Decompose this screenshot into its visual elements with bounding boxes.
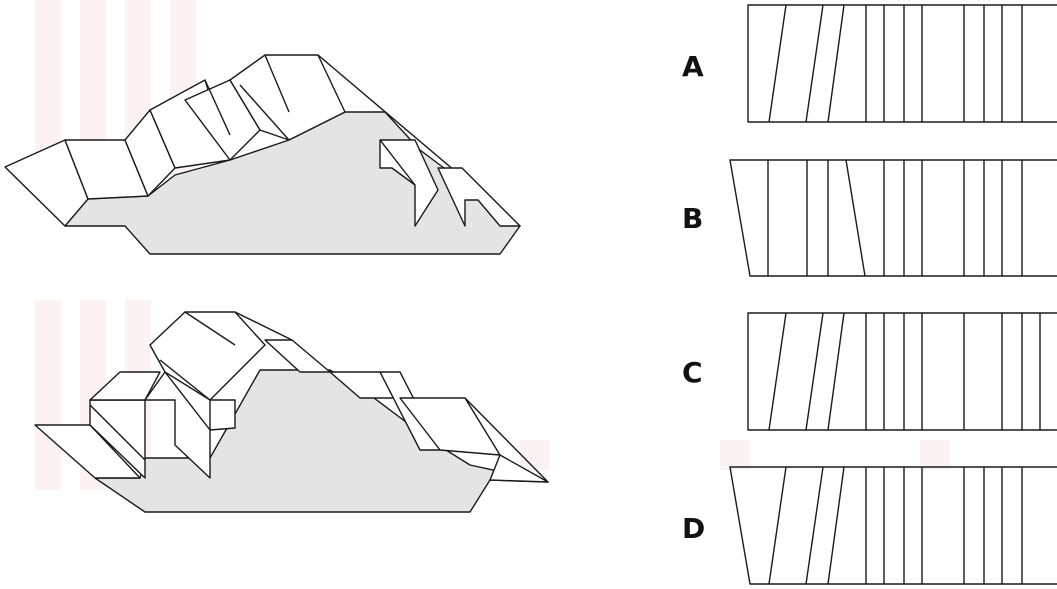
option-a-outline xyxy=(748,5,1057,122)
option-c[interactable]: C xyxy=(682,313,1057,430)
option-d[interactable]: D xyxy=(682,467,1057,584)
option-b-fold-lines xyxy=(768,160,1022,276)
option-d-label: D xyxy=(682,512,705,545)
option-c-outline xyxy=(748,313,1057,430)
folded-object-bottom xyxy=(35,312,548,512)
option-d-outline xyxy=(730,467,1057,584)
options: A B xyxy=(682,5,1057,584)
option-b-outline xyxy=(730,160,1057,276)
option-a-fold-lines xyxy=(769,5,1022,122)
option-b-label: B xyxy=(682,202,703,235)
option-a[interactable]: A xyxy=(682,5,1057,122)
option-c-label: C xyxy=(682,356,703,389)
option-c-fold-lines xyxy=(769,313,1040,430)
bottom-object-slope-1 xyxy=(265,340,330,372)
option-b[interactable]: B xyxy=(682,160,1057,276)
bottom-object-box-2-side xyxy=(210,400,235,430)
option-d-fold-lines xyxy=(769,467,1022,584)
option-a-label: A xyxy=(682,50,704,83)
